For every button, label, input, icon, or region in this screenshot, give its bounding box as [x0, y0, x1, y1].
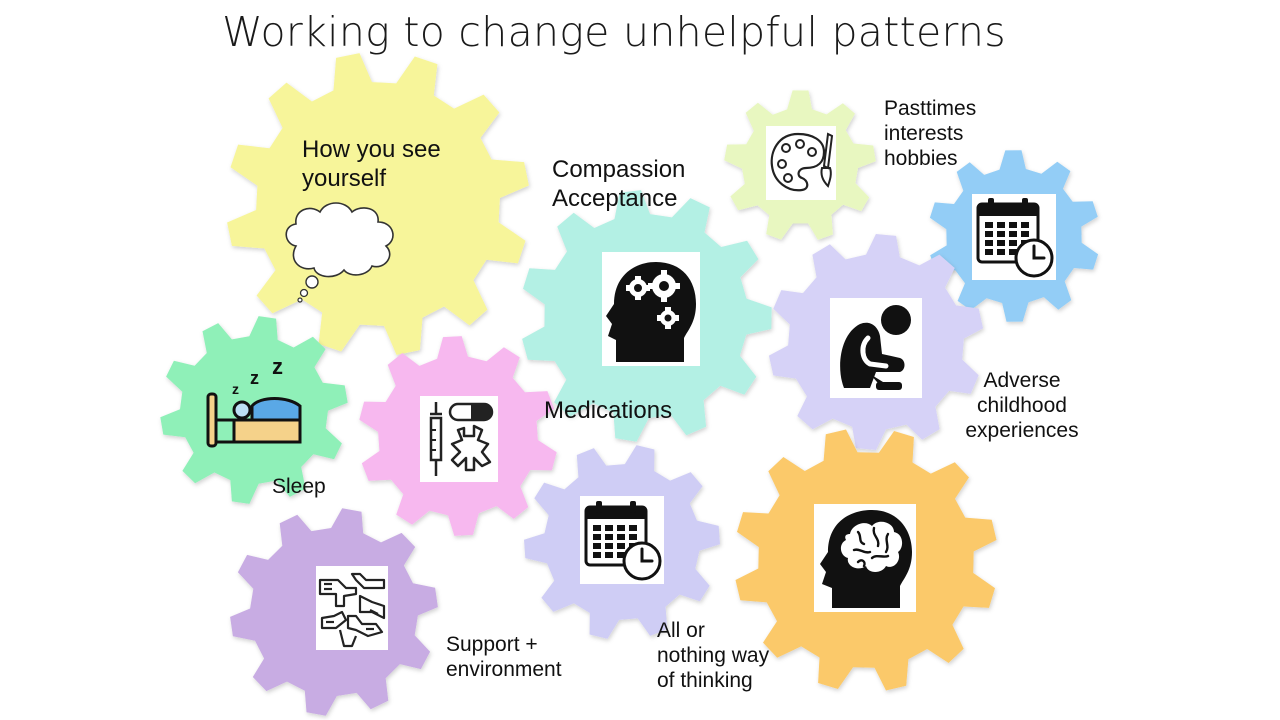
- gears-head-icon: [602, 252, 700, 366]
- joined-hands-icon: [316, 566, 388, 650]
- calendar-clock-icon: [972, 194, 1056, 280]
- page-title: Working to change unhelpful patterns: [222, 8, 1006, 56]
- how-you-see-yourself-label: How you see yourself: [302, 136, 441, 192]
- gear-yellow: [227, 53, 529, 355]
- svg-text:z: z: [272, 354, 283, 379]
- svg-text:z: z: [250, 368, 259, 388]
- sad-person-icon: [830, 298, 922, 398]
- adverse-childhood-label: Adverse childhood experiences: [965, 369, 1079, 443]
- svg-text:z: z: [232, 381, 239, 397]
- compassion-acceptance-label: Compassion Acceptance: [552, 156, 686, 212]
- thought-cloud-icon: [285, 202, 394, 303]
- support-environment-label: Support + environment: [446, 633, 562, 682]
- sleeping-bed-icon: z z z: [206, 354, 302, 448]
- all-or-nothing-label: All or nothing way of thinking: [657, 619, 770, 693]
- medications-label: Medications: [544, 397, 673, 424]
- paint-palette-icon: [766, 126, 836, 200]
- calendar-clock-icon: [580, 496, 664, 584]
- pasttimes-label: Pasttimes interests hobbies: [884, 97, 977, 171]
- brain-head-icon: [814, 504, 916, 612]
- sleep-label: Sleep: [272, 475, 326, 498]
- medication-icon: [420, 396, 498, 482]
